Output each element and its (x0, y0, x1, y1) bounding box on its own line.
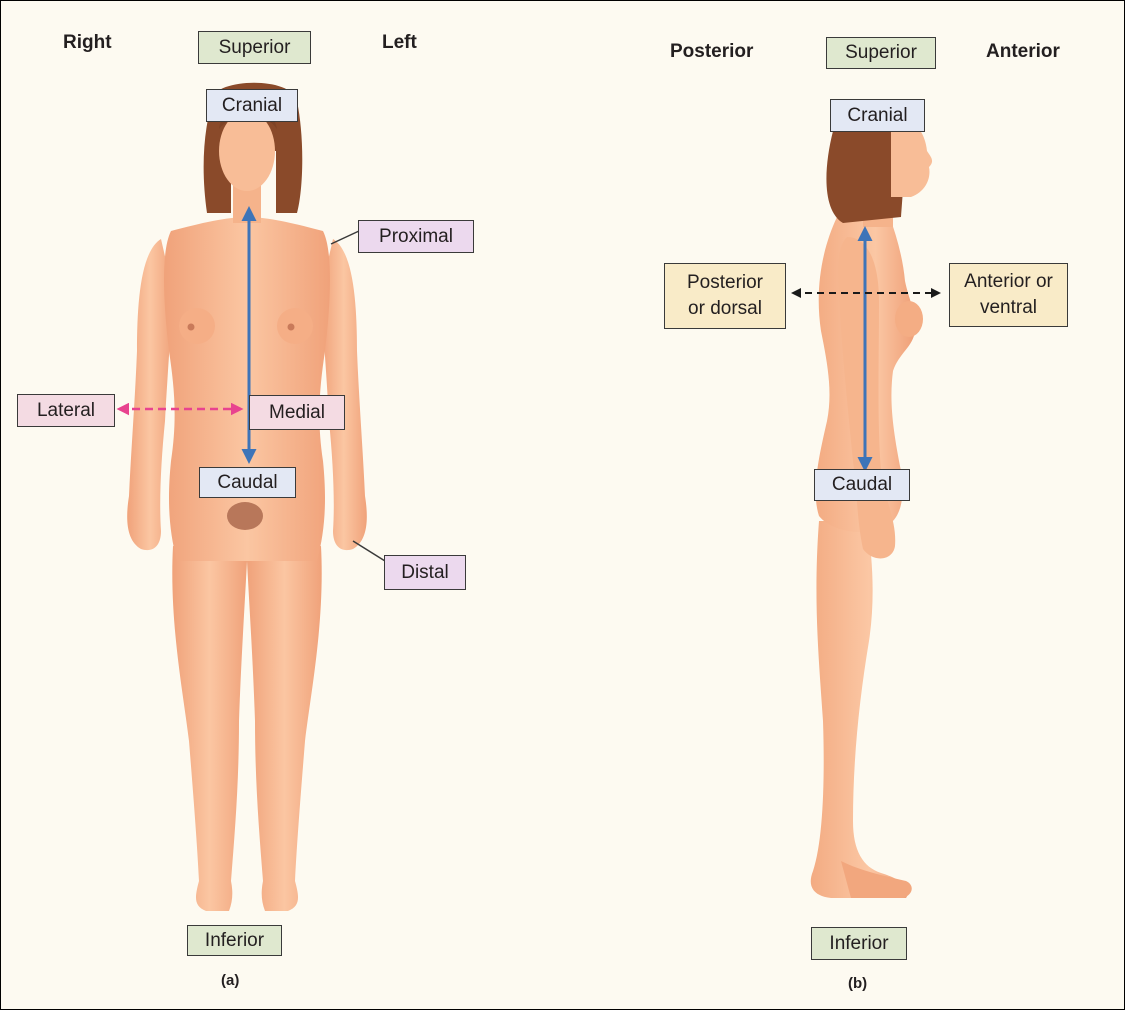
label-anterior-ventral-line1: Anterior or (964, 269, 1053, 295)
side-breast (895, 301, 923, 337)
label-lateral: Lateral (17, 394, 115, 427)
front-nipple-left (288, 324, 295, 331)
label-anterior-ventral-line2: ventral (980, 295, 1037, 321)
label-cranial-b: Cranial (830, 99, 925, 132)
heading-anterior: Anterior (986, 41, 1060, 63)
label-caudal-b: Caudal (814, 469, 910, 501)
label-posterior-dorsal: Posterior or dorsal (664, 263, 786, 329)
heading-right: Right (63, 32, 112, 54)
label-distal: Distal (384, 555, 466, 590)
proximal-leader-line (331, 231, 359, 244)
label-caudal-a: Caudal (199, 467, 296, 498)
label-anterior-ventral: Anterior or ventral (949, 263, 1068, 327)
front-left-leg (172, 546, 247, 911)
heading-posterior: Posterior (670, 41, 753, 63)
label-posterior-dorsal-line2: or dorsal (688, 296, 762, 322)
front-face (219, 111, 275, 191)
caption-b: (b) (848, 975, 867, 992)
distal-leader-line (353, 541, 385, 561)
front-nipple-right (188, 324, 195, 331)
front-breast-right (179, 308, 215, 344)
heading-left: Left (382, 32, 417, 54)
side-foot (841, 861, 912, 898)
label-proximal: Proximal (358, 220, 474, 253)
front-right-leg (247, 546, 322, 911)
caption-a: (a) (221, 972, 239, 989)
front-breast-left (277, 308, 313, 344)
label-superior-b: Superior (826, 37, 936, 69)
label-posterior-dorsal-line1: Posterior (687, 270, 763, 296)
label-inferior-b: Inferior (811, 927, 907, 960)
front-pubic-area (227, 502, 263, 530)
label-cranial-a: Cranial (206, 89, 298, 122)
side-leg (811, 521, 908, 898)
label-inferior-a: Inferior (187, 925, 282, 956)
label-medial: Medial (249, 395, 345, 430)
label-superior-a: Superior (198, 31, 311, 64)
